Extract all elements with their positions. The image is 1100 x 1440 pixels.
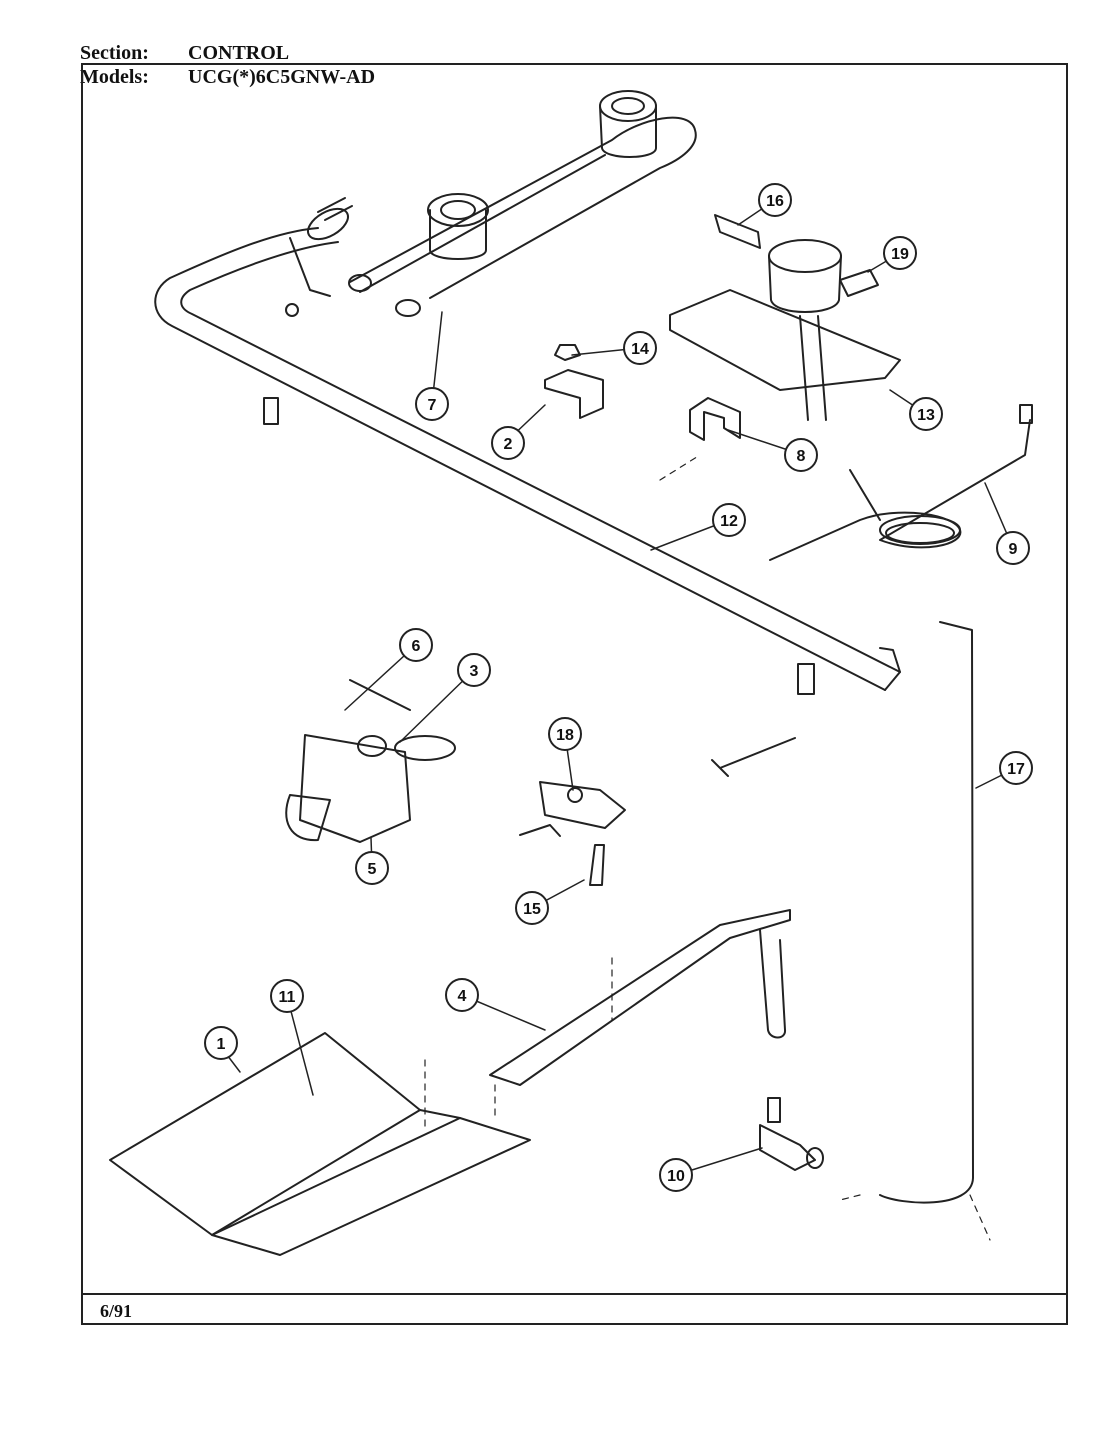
callout-label: 7 xyxy=(428,397,437,414)
footer-date: 6/91 xyxy=(100,1301,133,1321)
callout-12: 12 xyxy=(712,503,746,537)
callout-3: 3 xyxy=(457,653,491,687)
callout-label: 6 xyxy=(412,638,421,655)
callout-13: 13 xyxy=(909,397,943,431)
callout-2: 2 xyxy=(491,426,525,460)
section-value: CONTROL xyxy=(188,42,290,64)
callout-label: 5 xyxy=(368,861,377,878)
callout-label: 12 xyxy=(720,513,738,530)
callout-14: 14 xyxy=(623,331,657,365)
burner-bar-assembly xyxy=(285,90,697,317)
callout-10: 10 xyxy=(659,1158,693,1192)
callout-6: 6 xyxy=(399,628,433,662)
callout-label: 10 xyxy=(667,1168,685,1185)
orifice-fitting xyxy=(759,1097,824,1171)
regulator-assembly xyxy=(669,214,901,421)
callout-label: 3 xyxy=(470,663,479,680)
callout-label: 14 xyxy=(631,341,649,358)
callout-label: 8 xyxy=(797,448,806,465)
callout-8: 8 xyxy=(784,438,818,472)
callout-15: 15 xyxy=(515,891,549,925)
safety-valve xyxy=(519,781,626,837)
broil-burner xyxy=(489,909,791,1086)
callout-label: 9 xyxy=(1009,541,1018,558)
callout-label: 11 xyxy=(279,989,296,1006)
callout-label: 1 xyxy=(217,1036,226,1053)
long-screw xyxy=(711,737,796,777)
callout-7: 7 xyxy=(415,387,449,421)
callout-4: 4 xyxy=(445,978,479,1012)
callout-label: 19 xyxy=(891,246,909,263)
footer-divider xyxy=(81,1293,1068,1295)
models-value: UCG(*)6C5GNW-AD xyxy=(188,66,376,88)
callout-16: 16 xyxy=(758,183,792,217)
bracket-8 xyxy=(689,397,741,441)
callout-label: 16 xyxy=(766,193,784,210)
screw-15 xyxy=(589,844,605,886)
callout-label: 17 xyxy=(1007,761,1025,778)
callout-19: 19 xyxy=(883,236,917,270)
diagram-frame xyxy=(81,63,1068,1325)
callout-5: 5 xyxy=(355,851,389,885)
callout-label: 2 xyxy=(504,436,513,453)
section-label: Section: xyxy=(80,42,149,64)
reference-lines xyxy=(424,454,991,1241)
nut-14 xyxy=(554,344,581,361)
callout-label: 18 xyxy=(556,727,574,744)
bracket-2 xyxy=(544,369,604,419)
callout-9: 9 xyxy=(996,531,1030,565)
callout-label: 13 xyxy=(917,407,935,424)
callout-18: 18 xyxy=(548,717,582,751)
oven-supply-tube xyxy=(879,621,974,1204)
thermostat-valve xyxy=(285,679,456,843)
manifold-pipe xyxy=(154,197,901,695)
callout-1: 1 xyxy=(204,1026,238,1060)
models-label: Models: xyxy=(80,66,149,88)
callout-label: 15 xyxy=(523,901,541,918)
callout-17: 17 xyxy=(999,751,1033,785)
heat-shield xyxy=(109,1032,531,1256)
thermocouple xyxy=(769,404,1033,561)
callout-label: 4 xyxy=(458,988,467,1005)
callout-11: 11 xyxy=(270,979,304,1013)
leader-lines xyxy=(220,199,1017,1176)
